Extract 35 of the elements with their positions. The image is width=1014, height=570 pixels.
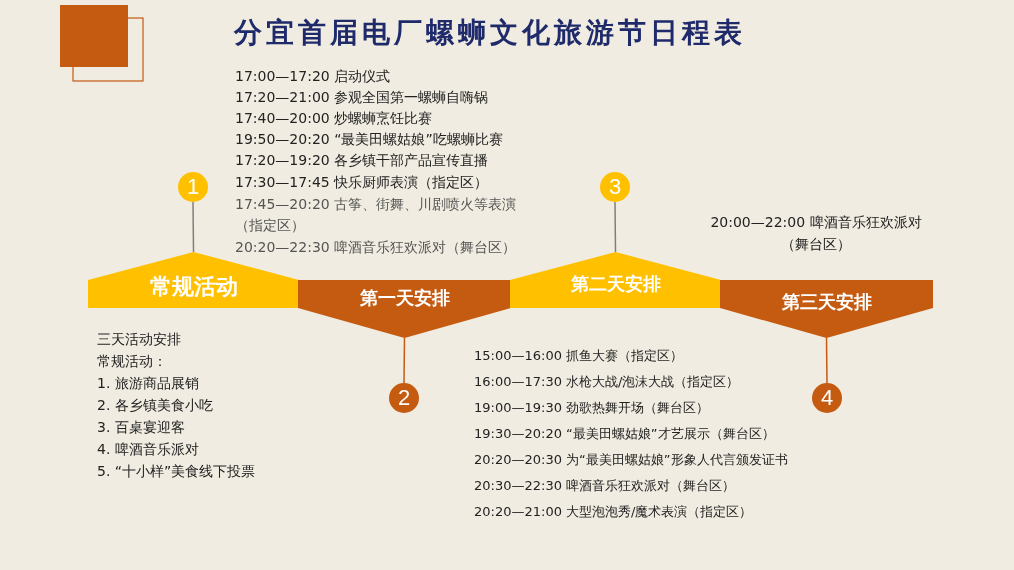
schedule-text: 17:45—20:20 古筝、街舞、川剧喷火等表演（指定区）	[235, 195, 518, 235]
schedule-text: 16:00—17:30 水枪大战/泡沫大战（指定区）	[474, 373, 740, 391]
schedule-text: 三天活动安排	[97, 330, 181, 349]
schedule-text: 2. 各乡镇美食小吃	[97, 396, 213, 415]
schedule-text: 17:20—21:00 参观全国第一螺蛳自嗨锅	[235, 88, 489, 107]
schedule-text: 19:00—19:30 劲歌热舞开场（舞台区）	[474, 399, 710, 417]
schedule-text: 20:30—22:30 啤酒音乐狂欢派对（舞台区）	[474, 477, 736, 495]
number-circle: 1	[178, 172, 208, 202]
schedule-text: 20:20—21:00 大型泡泡秀/魔术表演（指定区）	[474, 503, 753, 521]
schedule-text: 1. 旅游商品展销	[97, 374, 199, 393]
schedule-text: 17:20—19:20 各乡镇干部产品宣传直播	[235, 151, 489, 170]
connector-line	[192, 201, 195, 253]
connector-line	[614, 201, 617, 253]
connector-line	[825, 337, 828, 384]
number-circle: 2	[389, 383, 419, 413]
schedule-text: 19:30—20:20 “最美田螺姑娘”才艺展示（舞台区）	[474, 425, 775, 443]
schedule-text: 常规活动：	[97, 352, 167, 371]
schedule-text: 20:20—20:30 为“最美田螺姑娘”形象人代言颁发证书	[474, 451, 788, 469]
banner-shape: 第一天安排	[298, 280, 511, 338]
title: 分宜首届电厂螺蛳文化旅游节日程表	[233, 15, 747, 51]
number-circle: 3	[600, 172, 630, 202]
schedule-text: 17:40—20:00 炒螺蛳烹饪比赛	[235, 109, 433, 128]
schedule-text: 15:00—16:00 抓鱼大赛（指定区）	[474, 347, 684, 365]
schedule-text: 17:00—17:20 启动仪式	[235, 67, 391, 86]
schedule-text: 17:30—17:45 快乐厨师表演（指定区）	[235, 173, 489, 192]
banner-shape: 常规活动	[88, 252, 299, 308]
number-circle: 4	[812, 383, 842, 413]
banner-shape: 第三天安排	[720, 280, 933, 338]
connector-line	[403, 337, 406, 384]
schedule-text: 3. 百桌宴迎客	[97, 418, 185, 437]
schedule-text: 5. “十小样”美食线下投票	[97, 462, 256, 481]
schedule-text: 19:50—20:20 “最美田螺姑娘”吃螺蛳比赛	[235, 130, 503, 149]
schedule-text: 4. 啤酒音乐派对	[97, 440, 199, 459]
schedule-text: 20:00—22:00 啤酒音乐狂欢派对（舞台区）	[709, 213, 923, 254]
banner-shape: 第二天安排	[510, 252, 721, 308]
